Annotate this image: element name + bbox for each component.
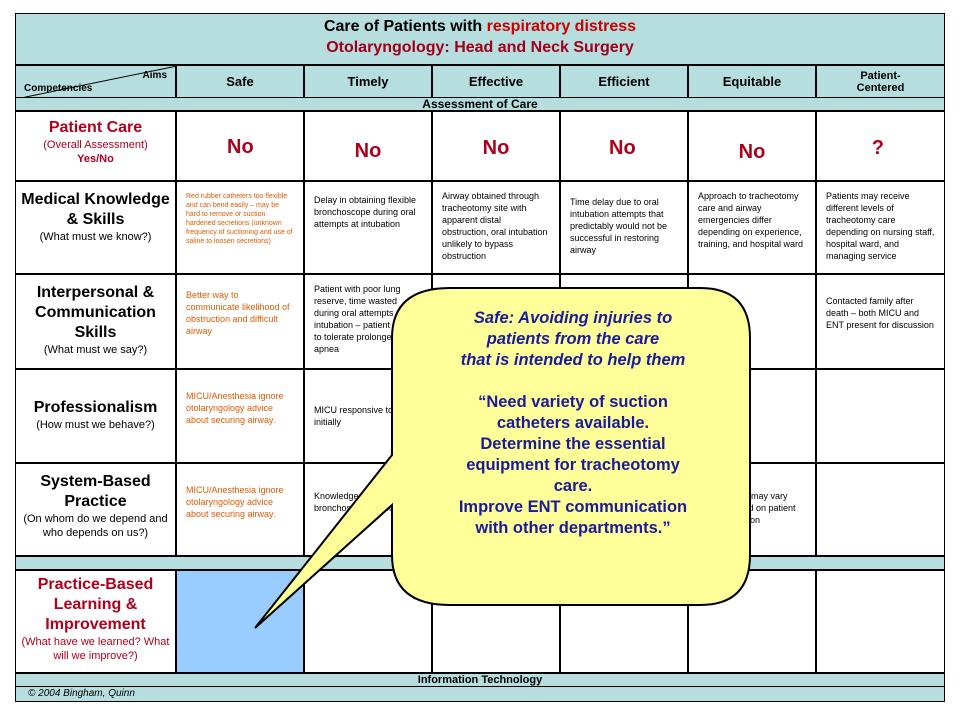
pr-timely: MICU responsive to code initially [304,369,432,463]
col-header-timely: Timely [304,65,432,98]
mk-effective: Airway obtained through tracheotomy site… [432,181,560,274]
title-line-1: Care of Patients with respiratory distre… [323,18,637,35]
pbli-safe [176,570,304,673]
corner-cell: Aims Competencies [15,65,177,99]
row-label-patient-care: Patient Care (Overall Assessment) Yes/No [15,111,176,181]
sb-patient-centered [816,463,945,556]
ic-patient-centered: Contacted family after death – both MICU… [816,274,945,369]
pbli-effective [432,570,560,673]
mk-timely: Delay in obtaining flexible bronchoscope… [304,181,432,274]
ic-efficient [560,274,688,369]
ic-equitable [688,274,816,369]
pbli-title: Practice-Based Learning & Improvement [37,576,154,633]
copyright: © 2004 Bingham, Quinn [15,686,945,702]
title-band: Care of Patients with respiratory distre… [15,13,945,65]
aims-label: Aims [142,70,167,81]
ic-safe: Better way to communicate likelihood of … [176,274,304,369]
pc-timely: No [304,111,432,181]
pr-efficient [560,369,688,463]
mk-equitable: Approach to tracheotomy care and airway … [688,181,816,274]
pc-patient-centered: ? [816,111,945,181]
patient-care-sub: (Overall Assessment) [43,139,148,151]
assessment-band: Assessment of Care [15,97,945,111]
pc-safe: No [176,111,304,181]
pr-effective [432,369,560,463]
patient-care-yesno: Yes/No [77,153,114,165]
row-label-professionalism: Professionalism (How must we behave?) [15,369,176,463]
pr-equitable [688,369,816,463]
diagonal-divider [16,66,177,99]
pc-equitable: No [688,111,816,181]
pc-effective: No [432,111,560,181]
title-highlight: respiratory distress [486,18,637,35]
sb-timely: Knowledge of where bronchoscope is locat… [304,463,432,556]
sb-effective [432,463,560,556]
medical-knowledge-title: Medical Knowledge & Skills [21,191,170,228]
pbli-timely [304,570,432,673]
ic-timely: Patient with poor lung reserve, time was… [304,274,432,369]
pbli-patient-centered [816,570,945,673]
title-line-2: Otolaryngology: Head and Neck Surgery [326,39,634,56]
separator-band [15,556,945,570]
pbli-equitable [688,570,816,673]
pc-efficient: No [560,111,688,181]
competencies-label: Competencies [24,83,93,94]
pbli-sub: (What have we learned? What will we impr… [21,636,170,662]
professionalism-sub: (How must we behave?) [36,419,155,431]
pr-patient-centered [816,369,945,463]
pr-safe: MICU/Anesthesia ignore otolaryngology ad… [176,369,304,463]
interpersonal-sub: (What must we say?) [43,344,148,356]
sb-safe: MICU/Anesthesia ignore otolaryngology ad… [176,463,304,556]
sb-equitable: Care may vary based on patient location [688,463,816,556]
col-header-equitable: Equitable [688,65,816,98]
medical-knowledge-sub: (What must we know?) [39,231,152,243]
col-header-effective: Effective [432,65,560,98]
col-header-efficient: Efficient [560,65,688,98]
row-label-medical-knowledge: Medical Knowledge & Skills (What must we… [15,181,176,274]
systems-sub: (On whom do we depend and who depends on… [23,513,168,539]
sb-efficient [560,463,688,556]
row-label-interpersonal: Interpersonal & Communication Skills (Wh… [15,274,176,369]
row-label-systems: System-Based Practice (On whom do we dep… [15,463,176,556]
row-label-pbli: Practice-Based Learning & Improvement (W… [15,570,176,673]
mk-efficient: Time delay due to oral intubation attemp… [560,181,688,274]
interpersonal-title: Interpersonal & Communication Skills [35,284,156,341]
professionalism-title: Professionalism [33,399,158,416]
col-header-patient-centered: Patient- Centered [816,65,945,98]
col-header-safe: Safe [176,65,304,98]
mk-patient-centered: Patients may receive different levels of… [816,181,945,274]
mk-safe: Red rubber catheters too flexible and ca… [176,181,304,274]
ic-effective [432,274,560,369]
pbli-efficient [560,570,688,673]
information-technology-band: Information Technology [15,673,945,687]
header-row: Aims Competencies Safe Timely Effective … [15,65,945,99]
systems-title: System-Based Practice [40,473,151,510]
patient-care-title: Patient Care [48,119,143,136]
